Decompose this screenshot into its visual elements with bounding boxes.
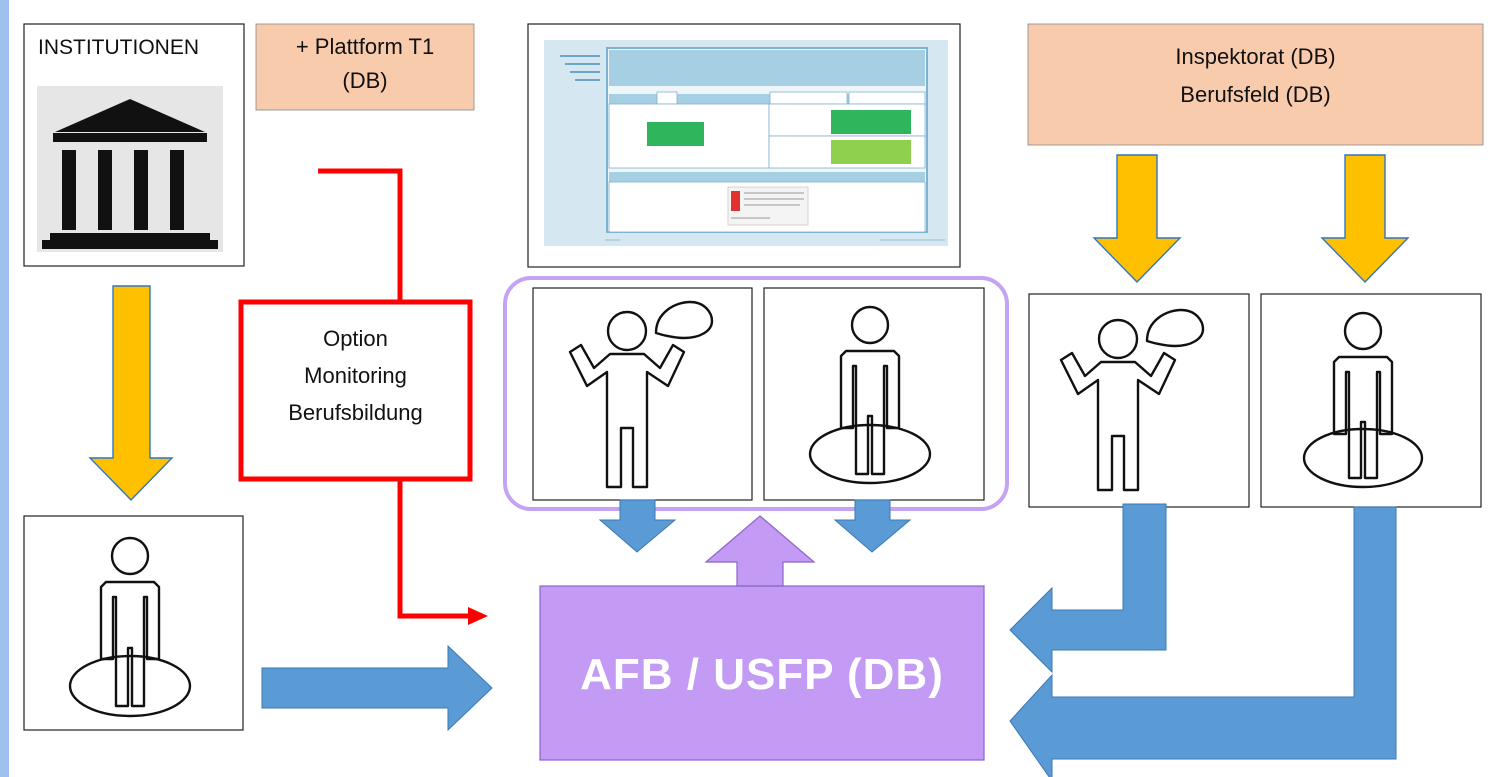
blue-arrow-l-1 [1009, 503, 1167, 674]
red-arrowhead [468, 607, 488, 625]
inspectorate-label-line-1: Inspektorat (DB) [1175, 44, 1336, 69]
red-line-top [318, 168, 403, 302]
yellow-arrow-left [88, 285, 174, 502]
purple-grouping-outline [503, 276, 1009, 511]
monitoring-option-line-3: Berufsbildung [288, 400, 423, 425]
form-green-field-2 [831, 110, 911, 134]
inspectorate-box [1027, 23, 1484, 146]
institutions-box [23, 23, 245, 267]
platform-label: + Plattform T1 (DB) [256, 30, 474, 98]
person-box-1 [532, 287, 753, 501]
institution-building-icon [37, 86, 223, 252]
platform-box [255, 23, 475, 111]
red-line-bottom [397, 479, 470, 619]
blue-arrow-down-2 [833, 499, 912, 553]
monitoring-option-label: Option Monitoring Berufsbildung [241, 320, 470, 431]
yellow-arrow-right-2 [1320, 154, 1410, 284]
platform-label-line-1: + Plattform T1 [295, 34, 435, 59]
blue-arrow-down-1 [598, 499, 677, 553]
form-document-image [527, 23, 961, 268]
person-standing-icon [68, 536, 192, 718]
left-edge-strip [0, 0, 9, 777]
afb-label: AFB / USFP (DB) [580, 650, 944, 699]
afb-box [539, 585, 985, 761]
yellow-arrow-right-1 [1092, 154, 1182, 284]
blue-arrow-right [261, 644, 493, 732]
monitoring-option-line-2: Monitoring [304, 363, 407, 388]
institutions-label: INSTITUTIONEN [38, 36, 199, 59]
person-standing-icon [808, 305, 932, 485]
person-speaking-icon [568, 300, 714, 489]
purple-arrow-up [704, 515, 816, 587]
platform-label-line-2: (DB) [342, 68, 388, 93]
form-green-field-3 [831, 140, 911, 164]
monitoring-option-box [238, 299, 473, 482]
monitoring-option-line-1: Option [323, 326, 388, 351]
blue-arrow-l-2 [1009, 506, 1397, 777]
form-green-field-1 [647, 122, 704, 146]
inspectorate-label: Inspektorat (DB) Berufsfeld (DB) [1028, 38, 1483, 114]
person-box-4 [1260, 293, 1482, 508]
inspectorate-label-line-2: Berufsfeld (DB) [1180, 82, 1331, 107]
person-speaking-icon [1059, 308, 1205, 492]
person-box-left [23, 515, 244, 731]
person-box-2 [763, 287, 985, 501]
person-standing-icon [1302, 311, 1424, 489]
